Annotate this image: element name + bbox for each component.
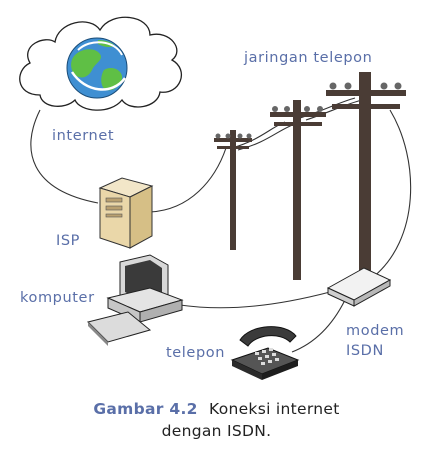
wire-cloud-isp (30, 109, 99, 204)
wire-isp-pole (149, 147, 227, 213)
telephone-icon (230, 326, 300, 380)
label-isdn: ISDN (346, 343, 384, 359)
label-isp: ISP (56, 233, 81, 249)
caption-number: Gambar 4.2 (93, 400, 198, 418)
caption-title: Koneksi internet (209, 400, 340, 418)
figure-caption: Gambar 4.2 Koneksi internet dengan ISDN. (0, 398, 433, 442)
telephone-poles-icon (214, 72, 406, 297)
caption-line-1: Gambar 4.2 Koneksi internet (0, 398, 433, 420)
pole-small (214, 130, 252, 250)
label-jaringan-telepon: jaringan telepon (244, 50, 373, 66)
caption-line-2: dengan ISDN. (161, 422, 272, 440)
label-komputer: komputer (20, 290, 95, 306)
pole-medium (270, 100, 326, 280)
isdn-modem-icon (326, 267, 392, 307)
internet-cloud-icon (19, 16, 182, 111)
wire-pole-modem (371, 109, 412, 279)
wire-modem-computer (179, 291, 331, 309)
label-modem: modem (346, 323, 405, 339)
wire-modem-phone (291, 299, 346, 353)
pole-large (326, 72, 406, 297)
label-internet: internet (52, 128, 115, 144)
isp-server-icon (98, 177, 154, 249)
label-telepon: telepon (166, 345, 226, 361)
computer-icon (87, 254, 184, 346)
